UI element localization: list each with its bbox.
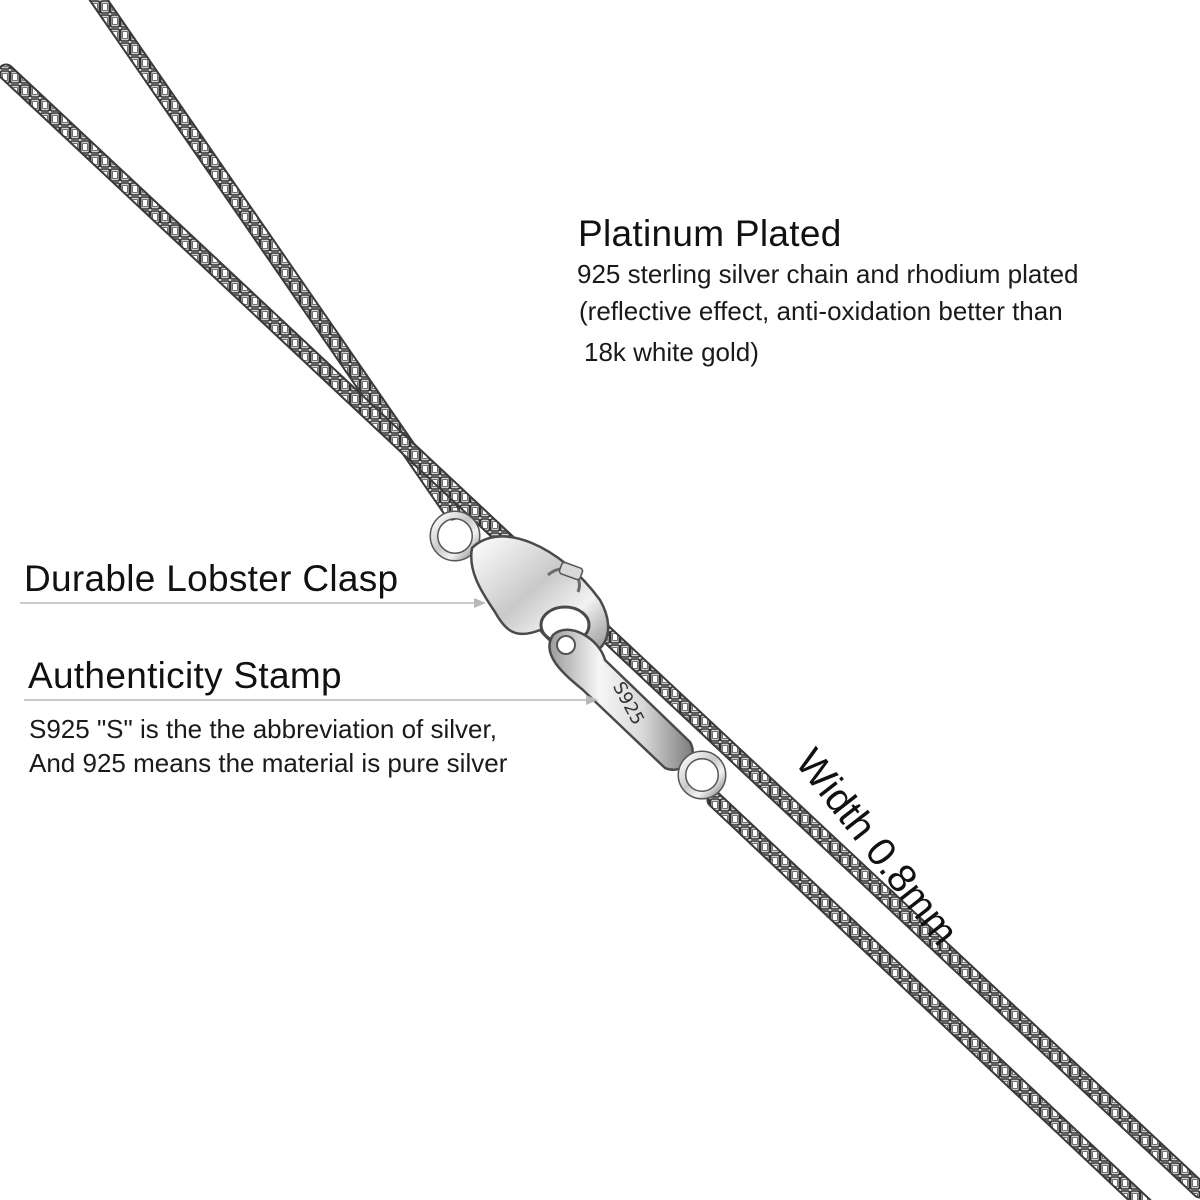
stamp-description-line-1: S925 "S" is the the abbreviation of silv… — [29, 714, 497, 744]
stamp-pointer-arrow — [586, 695, 598, 705]
jump-ring-lower — [677, 750, 727, 800]
platinum-description-line-1: 925 sterling silver chain and rhodium pl… — [577, 259, 1079, 289]
stamp-description-line-2: And 925 means the material is pure silve… — [29, 748, 508, 778]
clasp-pointer-arrow — [474, 598, 486, 608]
authenticity-stamp-title: Authenticity Stamp — [28, 655, 342, 696]
jump-ring-upper — [429, 510, 481, 562]
platinum-description-line-3: 18k white gold) — [584, 337, 759, 367]
platinum-description-line-2: (reflective effect, anti-oxidation bette… — [579, 296, 1063, 326]
pointer-lines — [20, 598, 598, 705]
lobster-clasp-title: Durable Lobster Clasp — [24, 558, 399, 599]
platinum-plated-title: Platinum Plated — [578, 213, 842, 254]
chain-strand-upper-lower-half — [706, 791, 1152, 1200]
